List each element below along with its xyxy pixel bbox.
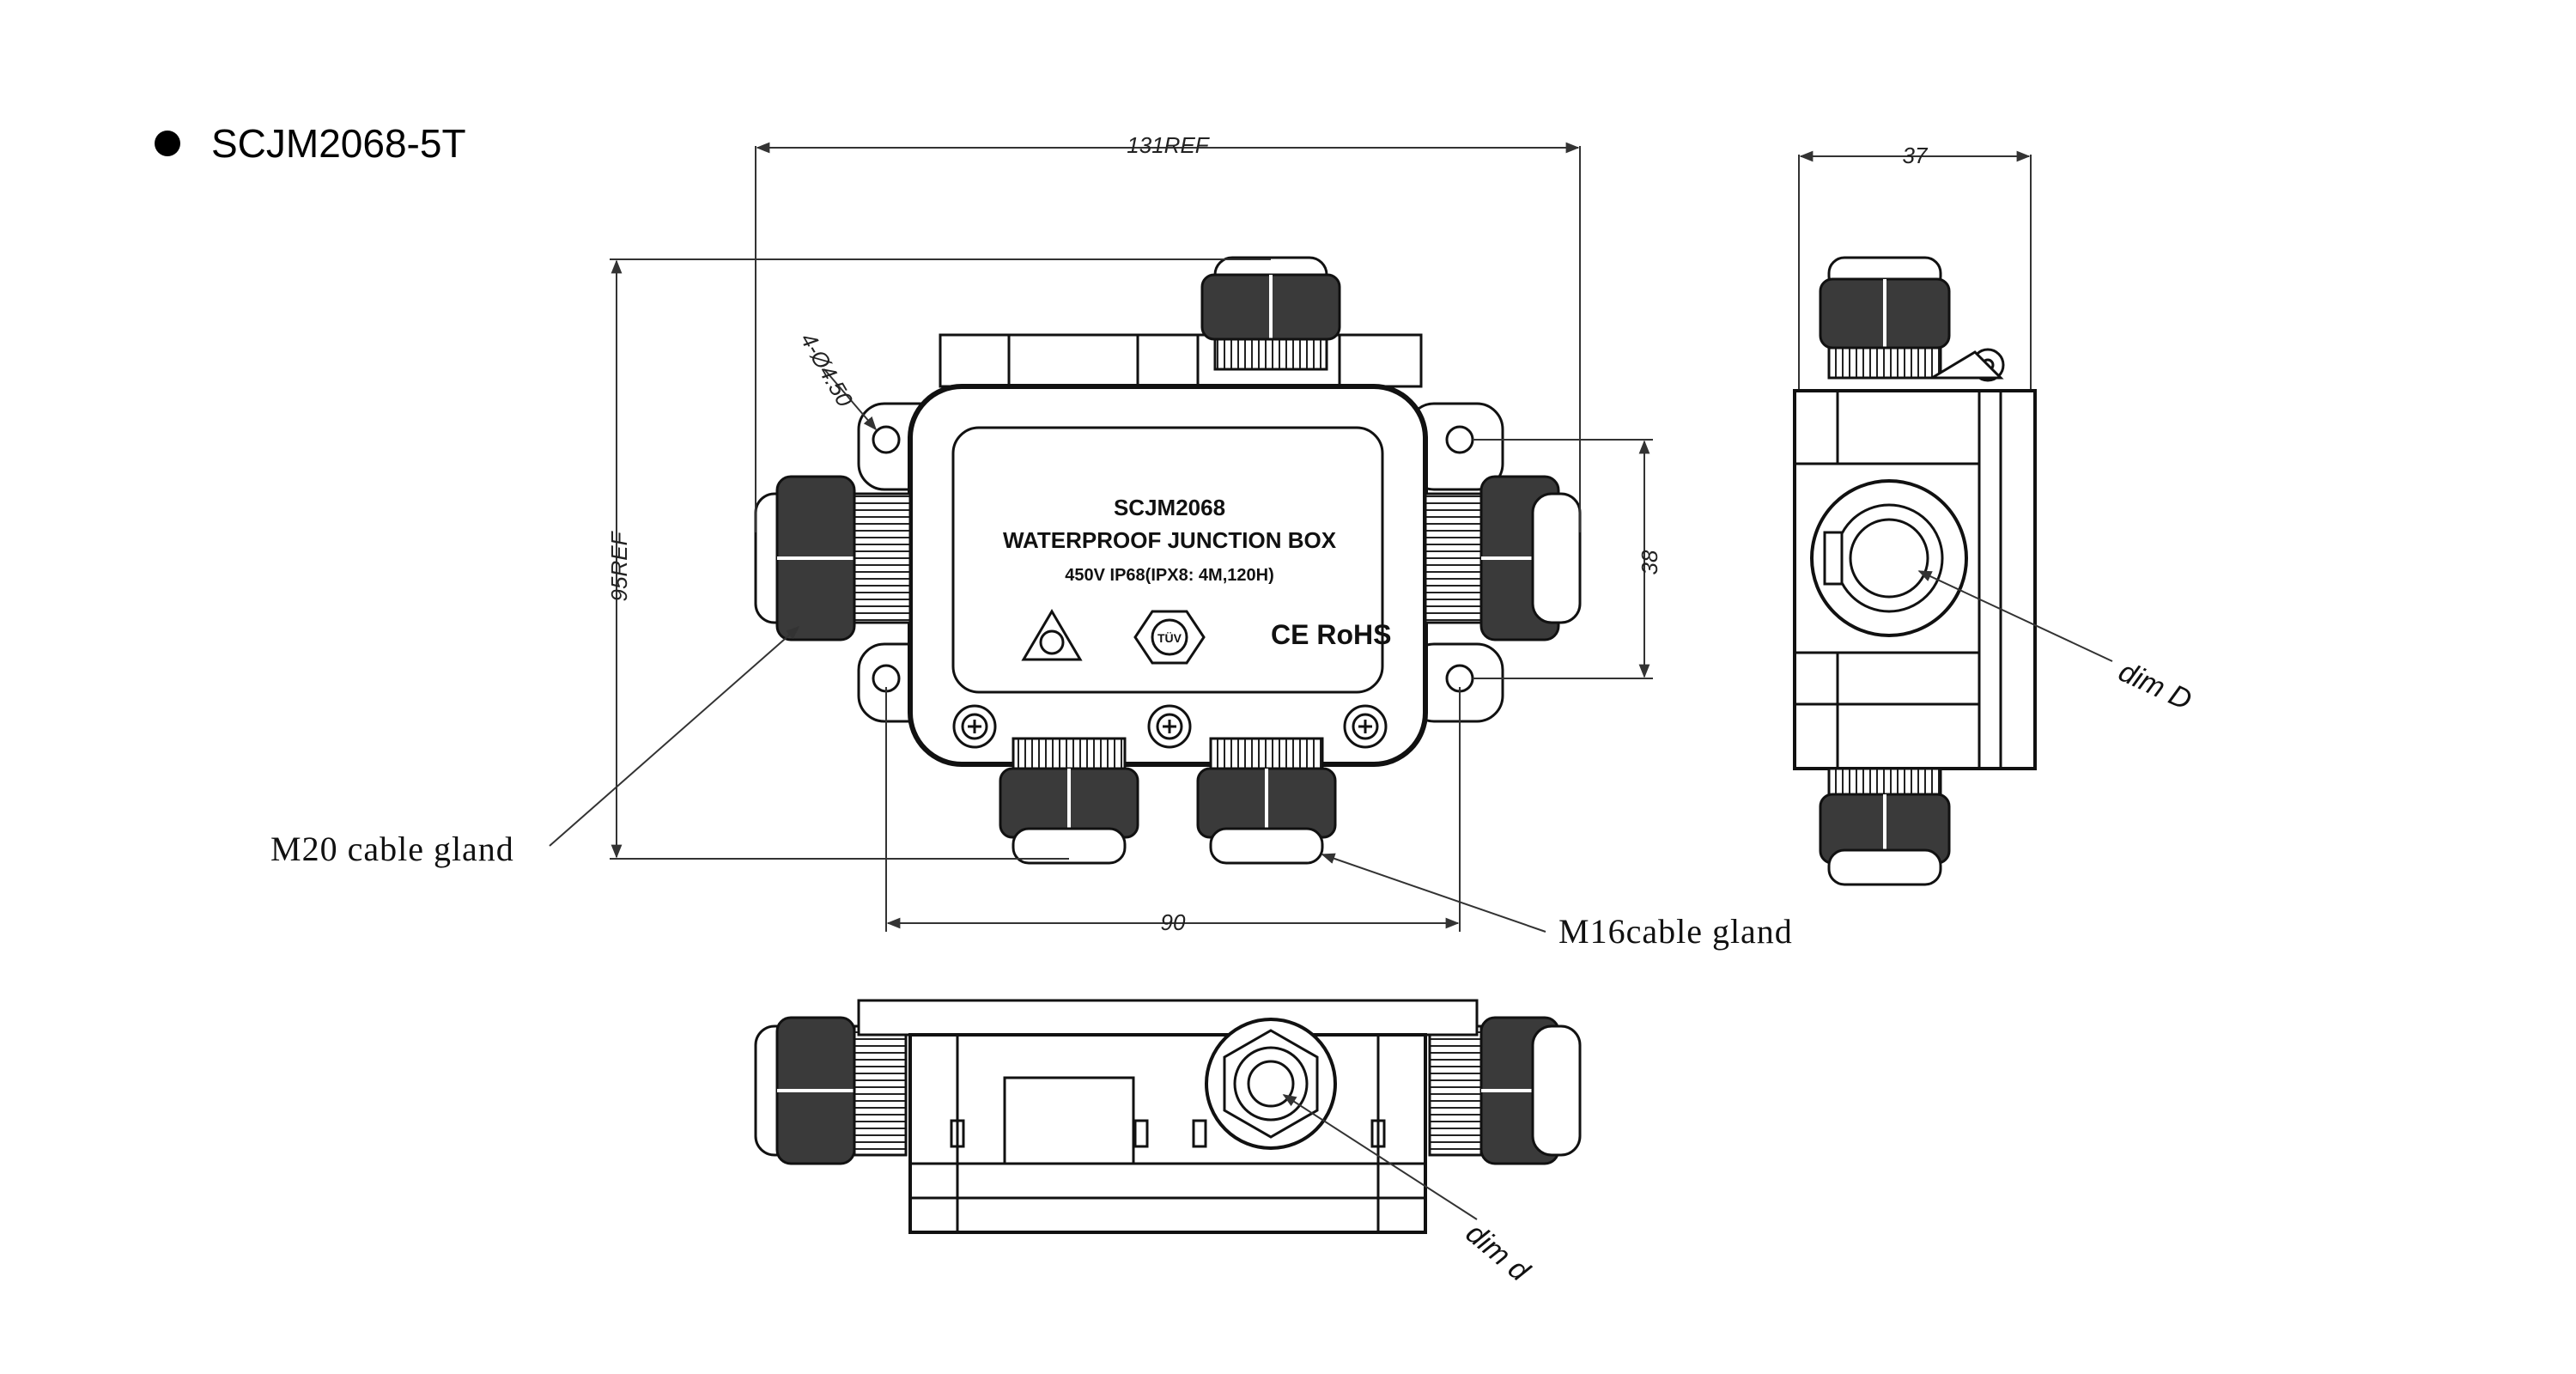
rcm-icon	[1021, 609, 1083, 661]
right-cable-gland	[1424, 475, 1582, 641]
callout-m16: M16cable gland	[1558, 912, 1793, 951]
front-view	[754, 256, 1582, 865]
title-row: SCJM2068-5T	[155, 120, 466, 167]
ce-rohs-mark: CE RoHS	[1271, 619, 1391, 650]
tuv-text: TÜV	[1157, 631, 1182, 645]
bottom-view	[754, 999, 1582, 1234]
label-line1: WATERPROOF JUNCTION BOX	[1003, 527, 1337, 553]
side-gland-circle-outer	[1810, 479, 1968, 637]
dim-width-ref: 131REF	[1127, 132, 1210, 158]
side-view	[1793, 150, 2113, 886]
mount-hole-tl	[872, 425, 901, 454]
label-plate	[951, 426, 1384, 694]
dim-height-ref: 95REF	[606, 530, 632, 601]
bullet-icon	[155, 131, 180, 156]
tuv-icon	[1133, 610, 1206, 665]
bottom-cable-gland-right	[1196, 737, 1337, 865]
label-line2: 450V IP68(IPX8: 4M,120H)	[1065, 566, 1273, 585]
top-cable-gland	[1200, 256, 1341, 371]
callout-m20: M20 cable gland	[270, 830, 514, 868]
dim-holes: 4-Ø4.50	[795, 328, 858, 411]
callout-dim-D: dim D	[2114, 655, 2197, 717]
left-cable-gland	[754, 475, 912, 641]
dimension-lines	[549, 142, 1653, 933]
dim-hole-h: 90	[1161, 909, 1186, 935]
callout-dim-d: dim d	[1460, 1217, 1536, 1288]
dim-depth: 37	[1903, 143, 1929, 168]
dim-hole-v: 38	[1637, 550, 1662, 575]
page-title: SCJM2068-5T	[211, 121, 466, 166]
screw-icons	[952, 704, 1388, 749]
label-model: SCJM2068	[1114, 495, 1225, 520]
bottom-cable-gland-left	[999, 737, 1139, 865]
